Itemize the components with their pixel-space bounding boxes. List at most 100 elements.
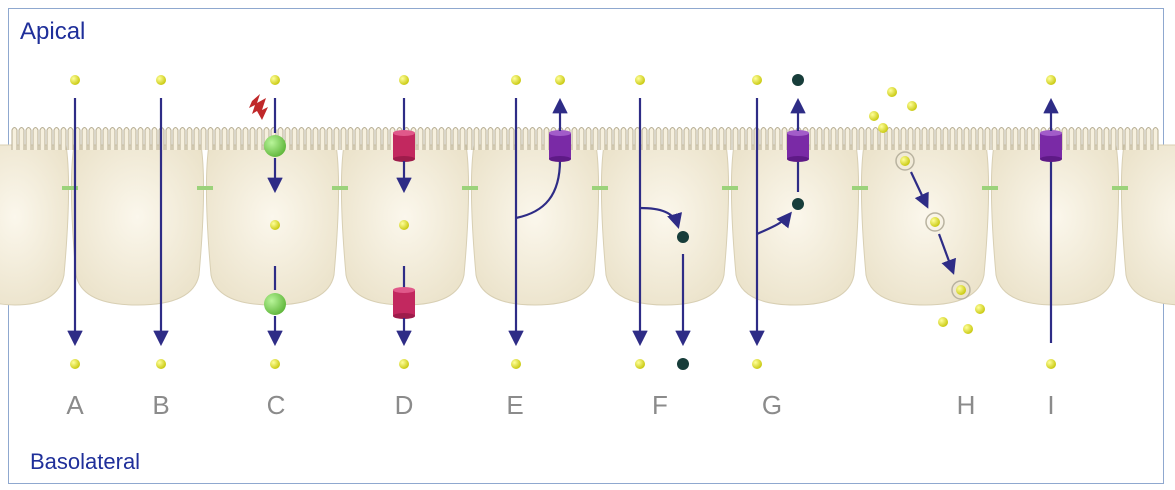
microvillus bbox=[1062, 128, 1067, 151]
route-label-g: G bbox=[762, 390, 782, 420]
microvillus bbox=[544, 128, 549, 151]
microvillus bbox=[229, 128, 234, 151]
microvillus bbox=[698, 128, 703, 151]
carrier-protein-icon bbox=[393, 287, 415, 319]
microvillus bbox=[1139, 128, 1144, 151]
microvillus bbox=[369, 128, 374, 151]
microvillus bbox=[432, 128, 437, 151]
microvillus bbox=[866, 128, 871, 151]
basolateral-label: Basolateral bbox=[30, 449, 140, 475]
microvillus bbox=[460, 128, 465, 151]
microvillus bbox=[1027, 128, 1032, 151]
microvillus bbox=[726, 128, 731, 151]
route-label-h: H bbox=[957, 390, 976, 420]
microvillus bbox=[439, 128, 444, 151]
tight-junction bbox=[332, 186, 348, 190]
route-label-d: D bbox=[395, 390, 414, 420]
microvillus bbox=[978, 128, 983, 151]
solute-top bbox=[511, 75, 521, 85]
microvillus bbox=[488, 128, 493, 151]
microvillus bbox=[733, 128, 738, 151]
solute-top bbox=[878, 123, 888, 133]
microvillus bbox=[418, 128, 423, 151]
microvillus bbox=[453, 128, 458, 151]
vesicle-solute bbox=[930, 217, 940, 227]
microvillus bbox=[89, 128, 94, 151]
solute-bottom bbox=[399, 359, 409, 369]
microvillus bbox=[1083, 128, 1088, 151]
microvillus bbox=[334, 128, 339, 151]
microvillus bbox=[495, 128, 500, 151]
microvillus bbox=[971, 128, 976, 151]
epithelial-cell bbox=[731, 145, 858, 305]
microvillus bbox=[1006, 128, 1011, 151]
microvillus bbox=[1069, 128, 1074, 151]
microvillus bbox=[299, 128, 304, 151]
microvillus bbox=[740, 128, 745, 151]
microvillus bbox=[964, 128, 969, 151]
microvillus bbox=[593, 128, 598, 151]
microvillus bbox=[817, 128, 822, 151]
solute-top bbox=[635, 75, 645, 85]
microvillus bbox=[12, 128, 17, 151]
route-label-a: A bbox=[66, 390, 84, 420]
microvillus bbox=[1090, 128, 1095, 151]
microvillus bbox=[999, 128, 1004, 151]
microvillus bbox=[908, 128, 913, 151]
apical-label: Apical bbox=[20, 18, 85, 46]
microvillus bbox=[530, 128, 535, 151]
microvillus bbox=[327, 128, 332, 151]
microvillus bbox=[40, 128, 45, 151]
microvillus bbox=[936, 128, 941, 151]
route-label-i: I bbox=[1047, 390, 1054, 420]
microvillus bbox=[873, 128, 878, 151]
microvillus bbox=[313, 128, 318, 151]
microvillus bbox=[607, 128, 612, 151]
solute-cytoplasm bbox=[270, 220, 280, 230]
microvillus bbox=[124, 128, 129, 151]
tight-junction bbox=[197, 186, 213, 190]
microvillus bbox=[691, 128, 696, 151]
solute-bottom bbox=[938, 317, 948, 327]
microvillus bbox=[236, 128, 241, 151]
solute-top bbox=[869, 111, 879, 121]
microvillus bbox=[320, 128, 325, 151]
microvillus bbox=[82, 128, 87, 151]
route-label-e: E bbox=[506, 390, 523, 420]
epithelial-cell-layer bbox=[0, 145, 1175, 305]
efflux-transporter-icon bbox=[787, 130, 809, 162]
microvillus bbox=[894, 128, 899, 151]
microvillus bbox=[621, 128, 626, 151]
microvillus bbox=[383, 128, 388, 151]
microvillus bbox=[901, 128, 906, 151]
microvillus bbox=[481, 128, 486, 151]
microvillus bbox=[54, 128, 59, 151]
microvillus bbox=[537, 128, 542, 151]
microvillus bbox=[1076, 128, 1081, 151]
solute-top bbox=[752, 75, 762, 85]
microvillus bbox=[782, 128, 787, 151]
tight-junction bbox=[722, 186, 738, 190]
microvillus bbox=[859, 128, 864, 151]
microvillus bbox=[1132, 128, 1137, 151]
solute-bottom bbox=[70, 359, 80, 369]
carrier-protein-icon bbox=[393, 130, 415, 162]
microvillus bbox=[1104, 128, 1109, 151]
microvillus bbox=[929, 128, 934, 151]
microvillus bbox=[1034, 128, 1039, 151]
microvillus bbox=[586, 128, 591, 151]
microvillus bbox=[719, 128, 724, 151]
microvillus bbox=[887, 128, 892, 151]
microvillus bbox=[845, 128, 850, 151]
solute-bottom bbox=[975, 304, 985, 314]
microvillus bbox=[852, 128, 857, 151]
microvillus bbox=[96, 128, 101, 151]
metabolite-bottom bbox=[677, 358, 689, 370]
trigger-lightning-icon bbox=[249, 94, 268, 120]
microvillus bbox=[292, 128, 297, 151]
solute-top bbox=[156, 75, 166, 85]
microvillus bbox=[922, 128, 927, 151]
epithelial-cell bbox=[471, 145, 598, 305]
microvillus bbox=[614, 128, 619, 151]
microvillus bbox=[19, 128, 24, 151]
